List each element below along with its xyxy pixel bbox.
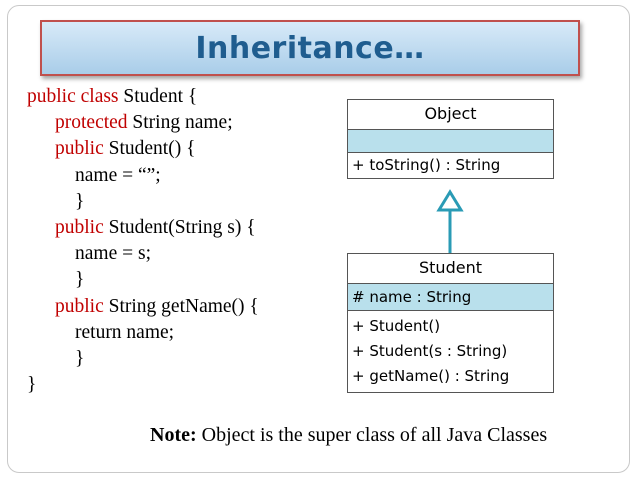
code-line-9: public String getName() { (27, 294, 259, 320)
code-line-2: protected String name; (27, 110, 259, 136)
note-text: Note: Object is the super class of all J… (150, 424, 547, 447)
keyword: public (55, 295, 104, 317)
code-line-10: return name; (75, 321, 175, 343)
title-banner: Inheritance… (40, 20, 580, 76)
code-line-5: } (75, 190, 85, 212)
code-line-3: public Student() { (27, 136, 259, 162)
code-text: Student { (118, 86, 198, 107)
code-line-11: } (75, 347, 85, 369)
code-line-8: } (75, 269, 85, 291)
code-text: String name; (127, 112, 233, 134)
slide-title: Inheritance… (195, 30, 425, 66)
uml-method: + Student() (352, 317, 441, 335)
keyword: public class (27, 86, 119, 107)
uml-method: + Student(s : String) (352, 342, 508, 360)
note-body: Object is the super class of all Java Cl… (196, 424, 548, 446)
uml-class-student: Student # name : String + Student() + St… (347, 253, 554, 393)
slide-frame (7, 5, 630, 473)
code-line-6: public Student(String s) { (27, 215, 259, 241)
code-line-4: name = “”; (75, 164, 161, 186)
code-text: Student() { (103, 138, 196, 160)
code-line-1: public class Student { (27, 84, 259, 110)
uml-attributes-empty (348, 130, 553, 153)
code-line-12: } (27, 374, 37, 396)
uml-attribute: # name : String (348, 284, 553, 311)
code-text: String getName() { (103, 295, 259, 317)
keyword: public (55, 138, 104, 160)
inheritance-arrow-icon (436, 189, 464, 253)
keyword: protected (55, 112, 128, 134)
uml-method: + toString() : String (352, 156, 501, 174)
uml-class-object: Object + toString() : String (347, 99, 554, 179)
uml-class-name: Object (348, 100, 553, 130)
uml-class-name: Student (348, 254, 553, 284)
code-text: Student(String s) { (103, 216, 256, 238)
note-label: Note: (150, 424, 197, 446)
uml-methods: + Student() + Student(s : String) + getN… (348, 311, 553, 392)
code-block: public class Student { protected String … (27, 84, 259, 398)
uml-method: + getName() : String (352, 367, 510, 385)
keyword: public (55, 216, 104, 238)
code-line-7: name = s; (75, 243, 151, 265)
